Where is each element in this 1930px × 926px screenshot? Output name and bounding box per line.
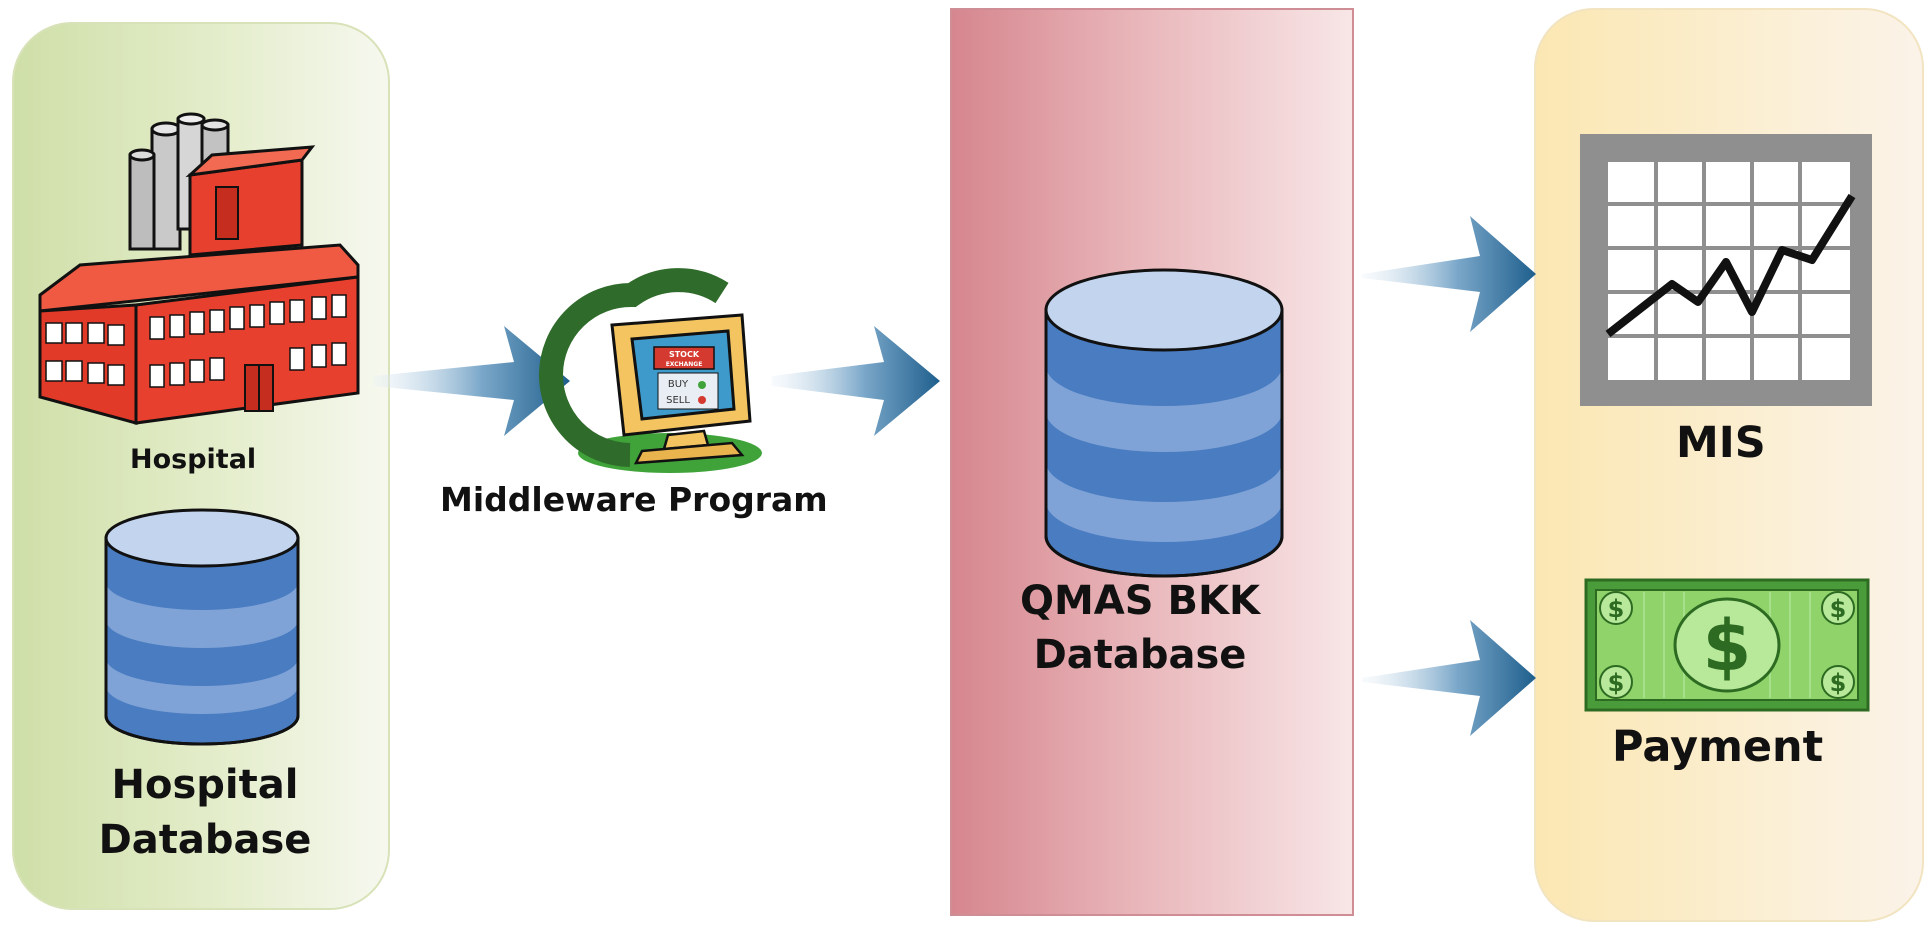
svg-text:$: $: [1703, 605, 1752, 687]
svg-text:$: $: [1608, 669, 1625, 697]
screen-buy: BUY: [668, 379, 689, 390]
computer-monitor-icon: STOCK EXCHANGE BUY SELL: [539, 268, 762, 473]
screen-sell: SELL: [666, 395, 690, 406]
flow-arrow-icon: [1362, 216, 1536, 332]
mis-label: MIS: [1676, 418, 1766, 468]
svg-text:$: $: [1608, 595, 1625, 623]
hospital-database-line-2: Database: [98, 817, 312, 863]
qmas-database-line-2: Database: [1033, 632, 1247, 678]
qmas-database-label: QMAS BKK Database: [990, 574, 1290, 682]
line-chart-icon: [1580, 134, 1872, 406]
hospital-database-label: Hospital Database: [70, 758, 340, 868]
screen-exchange: EXCHANGE: [666, 361, 703, 368]
screen-stock: STOCK: [669, 350, 700, 359]
database-cylinder-icon: [1044, 268, 1284, 578]
hospital-label: Hospital: [130, 444, 257, 475]
factory-building-icon: [38, 112, 360, 425]
database-cylinder-icon: [104, 508, 300, 746]
middleware-label: Middleware Program: [440, 480, 828, 519]
svg-text:$: $: [1830, 595, 1847, 623]
dollar-bill-icon: $ $ $ $ $: [1584, 578, 1870, 712]
payment-label: Payment: [1612, 722, 1824, 772]
hospital-database-line-1: Hospital: [111, 762, 299, 808]
flow-arrow-icon: [1362, 620, 1536, 736]
qmas-database-line-1: QMAS BKK: [1020, 578, 1260, 624]
svg-text:$: $: [1830, 669, 1847, 697]
flow-arrow-icon: [374, 326, 570, 436]
flow-arrow-icon: [772, 326, 940, 436]
